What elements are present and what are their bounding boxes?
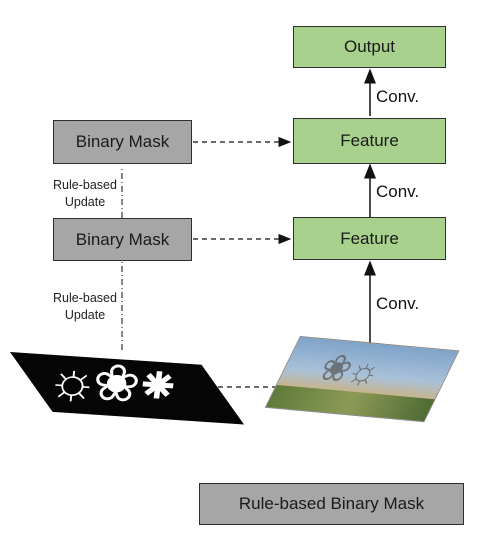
legend-label: Rule-based Binary Mask xyxy=(238,494,425,513)
feature-box-mid: Feature xyxy=(293,217,446,260)
rule-update-line1-bottom: Rule-based xyxy=(53,291,117,305)
feature-box-top: Feature xyxy=(293,118,446,164)
feature-label-top: Feature xyxy=(340,131,399,150)
output-label: Output xyxy=(343,37,396,56)
legend-box: Rule-based Binary Mask xyxy=(199,483,464,525)
rule-update-line2-top: Update xyxy=(64,195,106,209)
binary-mask-box-top: Binary Mask xyxy=(53,120,192,164)
mask-scribble-shape: ☼❀⁕ xyxy=(43,352,179,416)
masked-input-image: ❀☼ xyxy=(264,336,460,423)
output-box: Output xyxy=(293,26,446,68)
rule-update-label-bottom: Rule-based Update xyxy=(40,290,130,324)
binary-mask-label-top: Binary Mask xyxy=(75,132,170,151)
conv-label-2: Conv. xyxy=(376,182,420,201)
feature-label-mid: Feature xyxy=(340,228,399,248)
conv-label-1: Conv. xyxy=(376,87,420,106)
rule-update-line1-top: Rule-based xyxy=(53,178,117,192)
binary-mask-box-mid: Binary Mask xyxy=(53,218,192,261)
rule-update-label-top: Rule-based Update xyxy=(40,177,130,211)
rule-update-line2-bottom: Update xyxy=(64,308,106,322)
conv-label-3: Conv. xyxy=(376,294,420,313)
binary-mask-label-mid: Binary Mask xyxy=(75,229,170,249)
photo-mask-overlay: ❀☼ xyxy=(312,346,389,393)
